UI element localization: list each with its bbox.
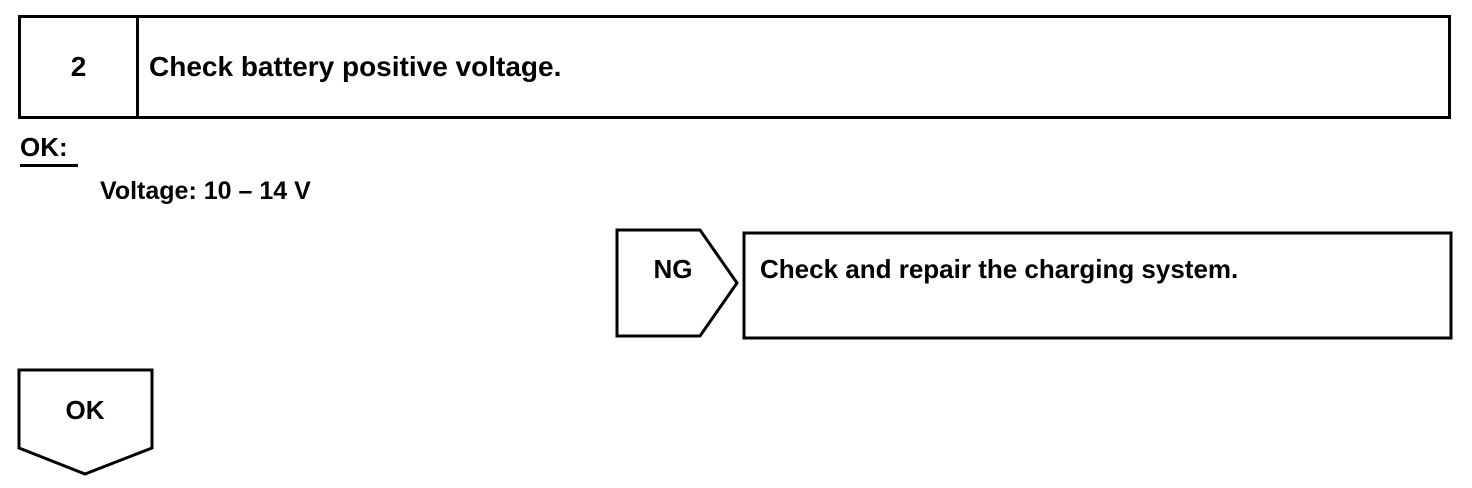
ok-branch-label: OK [65,395,105,425]
voltage-spec: Voltage: 10 – 14 V [100,177,311,205]
ng-result-box [742,231,1453,340]
ng-arrow-shape [615,228,739,338]
ng-branch-label: NG [653,254,693,284]
ok-spec-label: OK: [20,132,78,167]
ng-action-text: Check and repair the charging system. [760,254,1239,284]
step-header-box: 2 Check battery positive voltage. [18,15,1451,119]
ok-arrow-shape [17,368,154,476]
step-title: Check battery positive voltage. [149,51,562,82]
step-number: 2 [21,18,139,116]
